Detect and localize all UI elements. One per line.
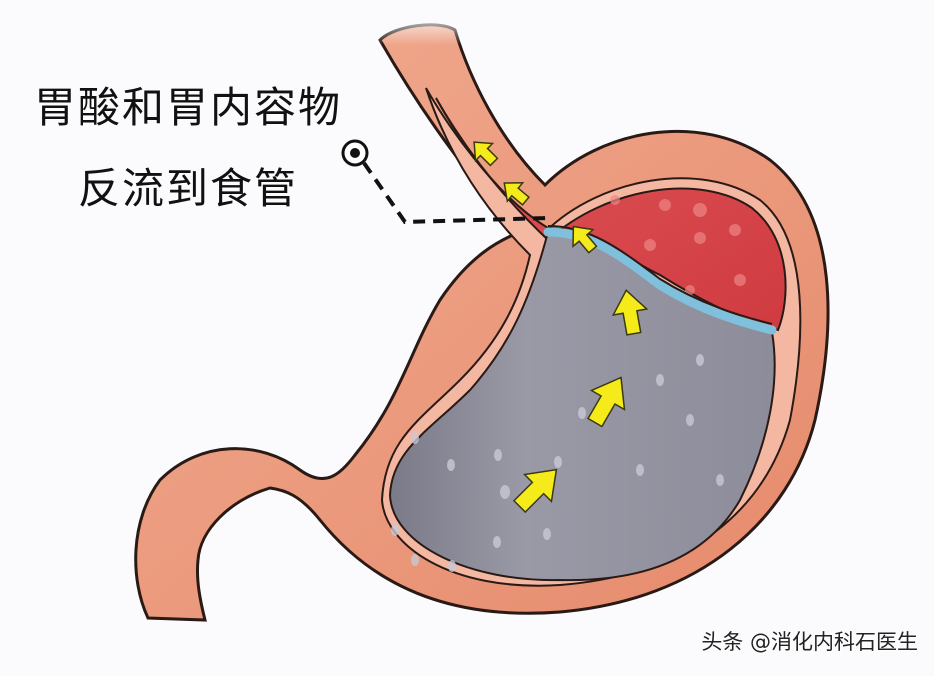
reflux-arrows bbox=[473, 141, 649, 514]
arrow-up-icon bbox=[587, 376, 626, 428]
arrow-up-icon bbox=[572, 225, 598, 254]
arrow-up-icon bbox=[503, 182, 530, 206]
arrow-up-icon bbox=[611, 289, 649, 336]
arrow-up-icon bbox=[512, 468, 558, 514]
annotation-pointer bbox=[341, 139, 549, 225]
annotation-label-line-1: 胃酸和胃内容物 bbox=[34, 83, 343, 132]
watermark: 头条 @消化内科石医生 bbox=[701, 630, 918, 654]
annotation-label-line-2: 反流到食管 bbox=[78, 164, 299, 213]
contents-particles bbox=[391, 354, 724, 572]
arrow-up-icon bbox=[473, 141, 499, 167]
